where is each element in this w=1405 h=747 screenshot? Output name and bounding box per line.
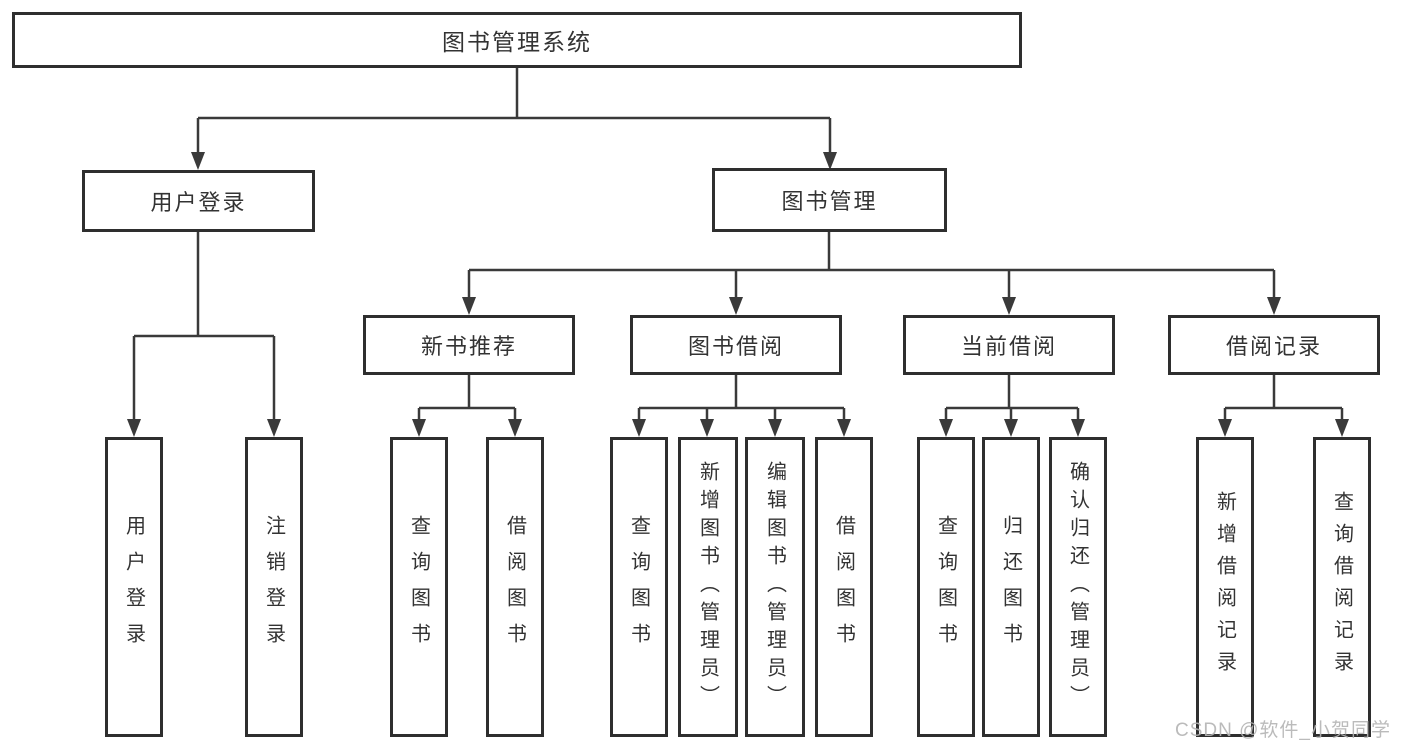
node-current-confirm-return: 确认归还（管理员） [1049,437,1107,737]
node-new-book-recommend: 新书推荐 [363,315,575,375]
node-book-borrow: 图书借阅 [630,315,842,375]
node-root: 图书管理系统 [12,12,1022,68]
node-borrow-records: 借阅记录 [1168,315,1380,375]
node-newrec-borrow-books: 借阅图书 [486,437,544,737]
node-current-return-books: 归还图书 [982,437,1040,737]
node-borrow-borrow-books: 借阅图书 [815,437,873,737]
node-borrow-add-books: 新增图书（管理员） [678,437,738,737]
node-current-query-books: 查询图书 [917,437,975,737]
csdn-watermark: CSDN @软件_小贺同学 [1175,720,1391,741]
node-records-query-record: 查询借阅记录 [1313,437,1371,737]
node-user-login: 用户登录 [82,170,315,232]
node-leaf-user-login: 用户登录 [105,437,163,737]
arrowheads [127,152,1349,437]
node-records-add-record: 新增借阅记录 [1196,437,1254,737]
node-current-borrow: 当前借阅 [903,315,1115,375]
node-borrow-edit-books: 编辑图书（管理员） [745,437,805,737]
node-newrec-query-books: 查询图书 [390,437,448,737]
node-book-management: 图书管理 [712,168,947,232]
node-borrow-query-books: 查询图书 [610,437,668,737]
node-leaf-logout: 注销登录 [245,437,303,737]
